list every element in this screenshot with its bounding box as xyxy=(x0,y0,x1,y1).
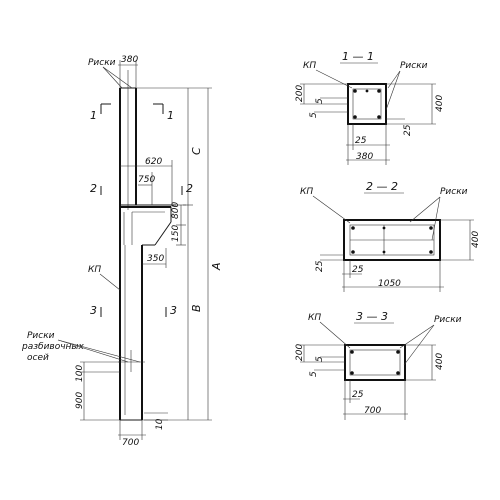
label-kp-s1: КП xyxy=(303,61,316,71)
section-title-2: 2 — 2 xyxy=(366,180,398,193)
s1-dim-5a: 5 xyxy=(315,98,325,104)
section-title-3: 3 — 3 xyxy=(356,310,388,323)
section-3-3: 3 — 3 КП Риски 200 5 5 400 25 700 xyxy=(295,310,462,420)
label-kp-elevation: КП xyxy=(88,265,101,275)
label-riski-axes-2: разбивочных xyxy=(21,342,85,352)
section-mark-1-right: 1 xyxy=(167,109,174,122)
s2-dim-1050: 1050 xyxy=(378,279,401,289)
s2-dim-25b: 25 xyxy=(352,265,364,275)
dim-150: 150 xyxy=(171,225,181,242)
section-2-2: 2 — 2 КП Риски 400 25 25 1050 xyxy=(300,180,481,292)
dim-800: 800 xyxy=(171,202,181,219)
dim-A: A xyxy=(210,262,223,271)
dim-700-bottom: 700 xyxy=(122,438,139,448)
s1-dim-25a: 25 xyxy=(355,136,367,146)
s2-dim-25a: 25 xyxy=(315,260,325,272)
s1-dim-200: 200 xyxy=(295,85,305,102)
label-kp-s2: КП xyxy=(300,187,313,197)
s1-dim-5b: 5 xyxy=(309,112,319,118)
s1-dim-25b: 25 xyxy=(403,124,413,136)
label-riski-s3: Риски xyxy=(434,315,462,325)
dim-10: 10 xyxy=(155,418,165,430)
dim-620: 620 xyxy=(145,157,162,167)
dim-B: B xyxy=(190,304,203,312)
section-mark-1-left: 1 xyxy=(90,109,97,122)
section-mark-2-right: 2 xyxy=(186,182,193,195)
s3-dim-25: 25 xyxy=(352,390,364,400)
section-mark-3-left: 3 xyxy=(90,304,97,317)
section-mark-2-left: 2 xyxy=(90,182,97,195)
label-riski-s2: Риски xyxy=(440,187,468,197)
dim-750: 750 xyxy=(138,175,155,185)
s1-dim-400: 400 xyxy=(435,95,445,112)
section-title-1: 1 — 1 xyxy=(342,50,374,63)
column-elevation: 380 Риски 1 1 2 2 3 3 620 750 xyxy=(21,55,223,448)
s3-dim-200: 200 xyxy=(295,344,305,361)
s3-dim-5b: 5 xyxy=(309,371,319,377)
dim-100: 100 xyxy=(75,365,85,382)
s3-dim-400: 400 xyxy=(435,353,445,370)
dim-900: 900 xyxy=(75,392,85,409)
label-riski-axes-1: Риски xyxy=(27,331,55,341)
section-1-1: 1 — 1 КП Риски 200 5 5 400 25 xyxy=(295,50,445,165)
dim-380-top: 380 xyxy=(121,55,138,65)
s3-dim-700: 700 xyxy=(364,406,381,416)
s1-dim-380: 380 xyxy=(356,152,373,162)
s3-dim-5a: 5 xyxy=(315,356,325,362)
s2-dim-400: 400 xyxy=(471,231,481,248)
label-riski-s1: Риски xyxy=(400,61,428,71)
label-riski-top: Риски xyxy=(88,58,116,68)
label-kp-s3: КП xyxy=(308,313,321,323)
dim-C: C xyxy=(190,147,203,155)
section-mark-3-right: 3 xyxy=(170,304,177,317)
dim-350: 350 xyxy=(147,254,164,264)
label-riski-axes-3: осей xyxy=(27,353,49,363)
